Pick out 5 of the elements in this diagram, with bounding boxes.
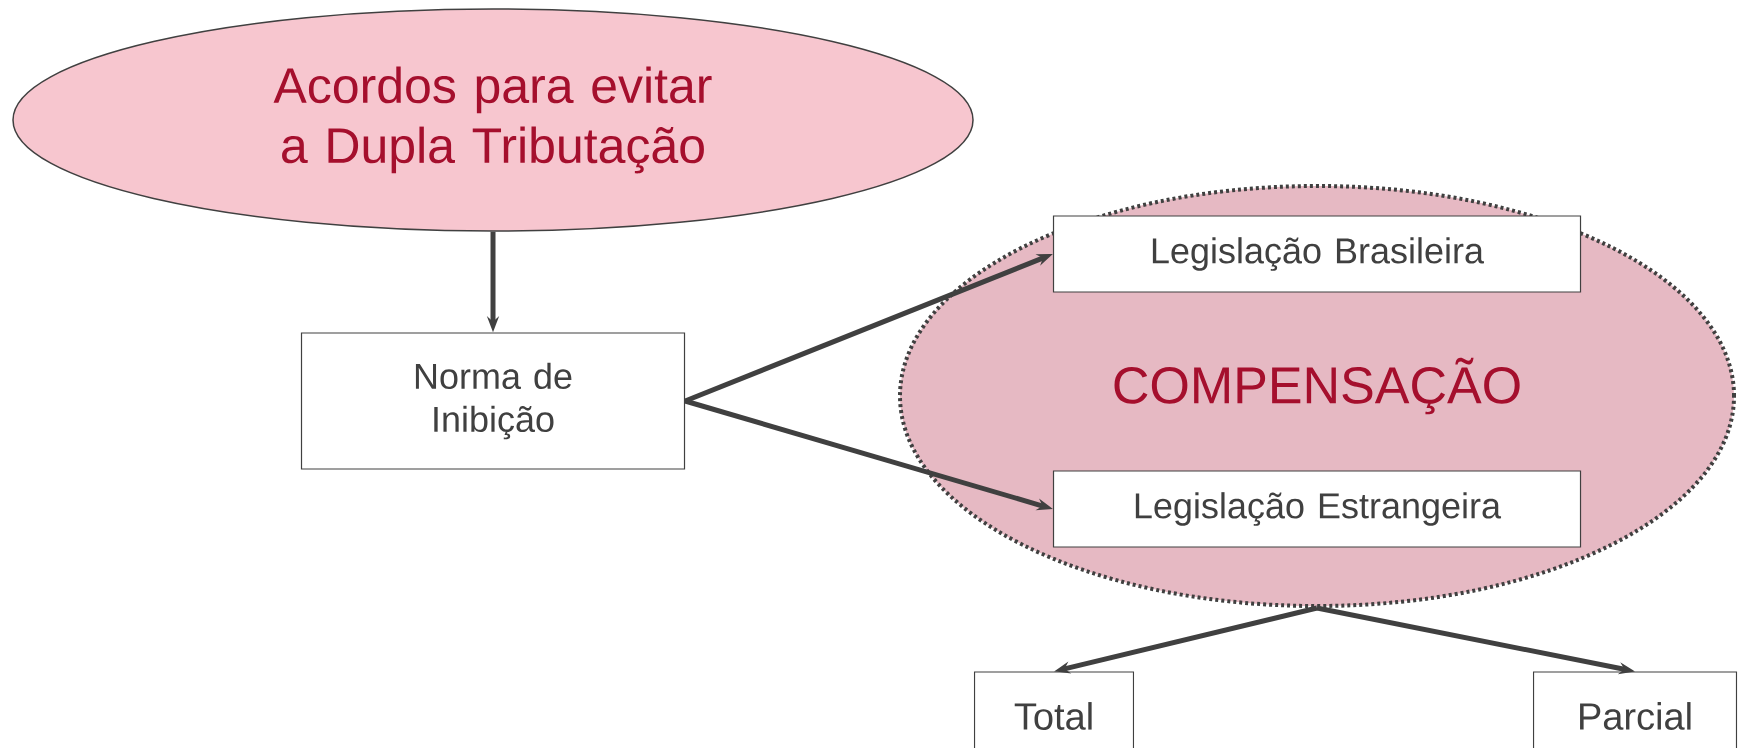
process-box: Total bbox=[973, 671, 1135, 748]
process-box: Norma de Inibição bbox=[300, 332, 686, 470]
process-box: Parcial bbox=[1532, 671, 1738, 748]
process-box: Legislação Estrangeira bbox=[1052, 470, 1582, 548]
process-box: Legislação Brasileira bbox=[1052, 215, 1582, 293]
